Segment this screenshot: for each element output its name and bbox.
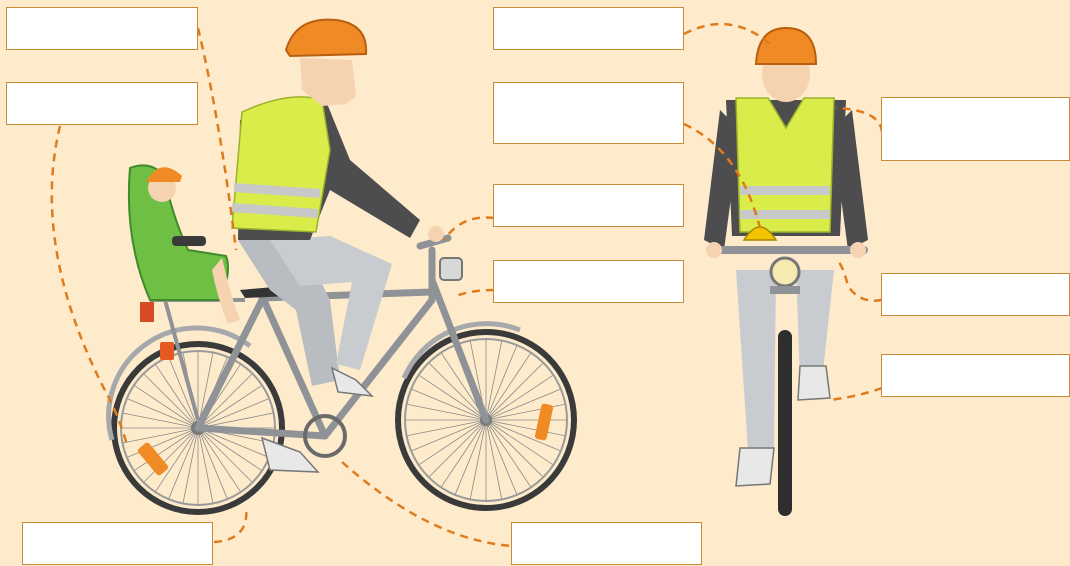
label-box-8[interactable] [511, 522, 702, 565]
label-box-7[interactable] [493, 260, 684, 303]
label-input-4[interactable] [502, 19, 675, 38]
front-view-headlight [771, 258, 799, 286]
vest-reflective-stripe [740, 186, 830, 195]
front-view-handlebar [706, 246, 868, 254]
label-input-3[interactable] [31, 534, 204, 553]
label-input-5[interactable] [502, 104, 675, 123]
label-input-9[interactable] [890, 120, 1061, 139]
front-view-hand-left [706, 242, 722, 258]
label-input-1[interactable] [15, 19, 189, 38]
label-box-5[interactable] [493, 82, 684, 144]
label-box-1[interactable] [6, 7, 198, 50]
label-box-6[interactable] [493, 184, 684, 227]
label-box-4[interactable] [493, 7, 684, 50]
front-view-fork [770, 286, 800, 294]
label-box-10[interactable] [881, 273, 1070, 316]
label-input-7[interactable] [502, 272, 675, 291]
rear-reflector [160, 342, 174, 360]
label-box-11[interactable] [881, 354, 1070, 397]
label-input-11[interactable] [890, 366, 1061, 385]
label-input-10[interactable] [890, 285, 1061, 304]
front-view-shoe-right [798, 366, 830, 400]
child-arm [172, 236, 206, 246]
front-view-hand-right [850, 242, 866, 258]
label-box-2[interactable] [6, 82, 198, 125]
rider-hand [428, 226, 444, 242]
front-view-wheel [778, 330, 792, 516]
label-input-8[interactable] [520, 534, 693, 553]
bicycle-headlight [440, 258, 462, 280]
label-input-2[interactable] [15, 94, 189, 113]
label-input-6[interactable] [502, 196, 675, 215]
vest-reflective-stripe [740, 210, 830, 219]
label-box-3[interactable] [22, 522, 213, 565]
front-view-shoe-left [736, 448, 774, 486]
label-box-9[interactable] [881, 97, 1070, 161]
rear-light [140, 302, 154, 322]
